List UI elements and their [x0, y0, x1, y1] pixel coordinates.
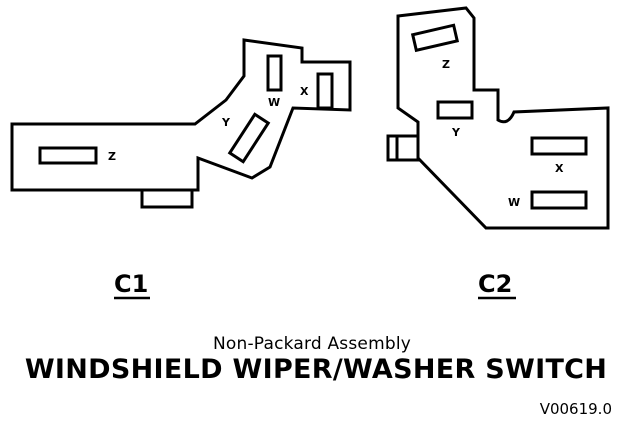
c1-pin-x-slot	[316, 72, 334, 110]
c1-pin-z-slot	[38, 146, 98, 165]
figure-code: V00619.0	[539, 400, 612, 418]
c2-pin-y-slot	[436, 100, 474, 120]
c2-pin-x-label: X	[555, 162, 564, 175]
c1-pin-z-label: Z	[108, 150, 116, 163]
c1-pin-x-label: X	[300, 85, 309, 98]
c1-pin-y-label: Y	[221, 116, 231, 129]
assembly-subtitle: Non-Packard Assembly	[212, 334, 412, 354]
connector-c2	[386, 6, 610, 230]
c1-pin-y-slot	[227, 112, 271, 164]
c1-outline	[10, 38, 352, 192]
c2-pin-z-slot	[410, 23, 460, 53]
c2-pin-x-slot	[530, 136, 588, 156]
c1-caption: C1	[114, 270, 148, 298]
c2-outline	[396, 6, 610, 230]
c1-bottom-tab	[140, 188, 194, 209]
c1-pin-w-label: W	[268, 96, 280, 109]
c2-pin-z-label: Z	[442, 58, 450, 71]
connector-c1	[10, 38, 352, 209]
c2-caption: C2	[478, 270, 512, 298]
c1-pin-w-slot	[266, 54, 283, 92]
c2-pin-y-label: Y	[451, 126, 461, 139]
diagram-title: WINDSHIELD WIPER/WASHER SWITCH	[24, 354, 608, 385]
c2-pin-w-label: W	[508, 196, 520, 209]
c2-pin-w-slot	[530, 190, 588, 210]
c2-side-latch	[386, 134, 420, 162]
